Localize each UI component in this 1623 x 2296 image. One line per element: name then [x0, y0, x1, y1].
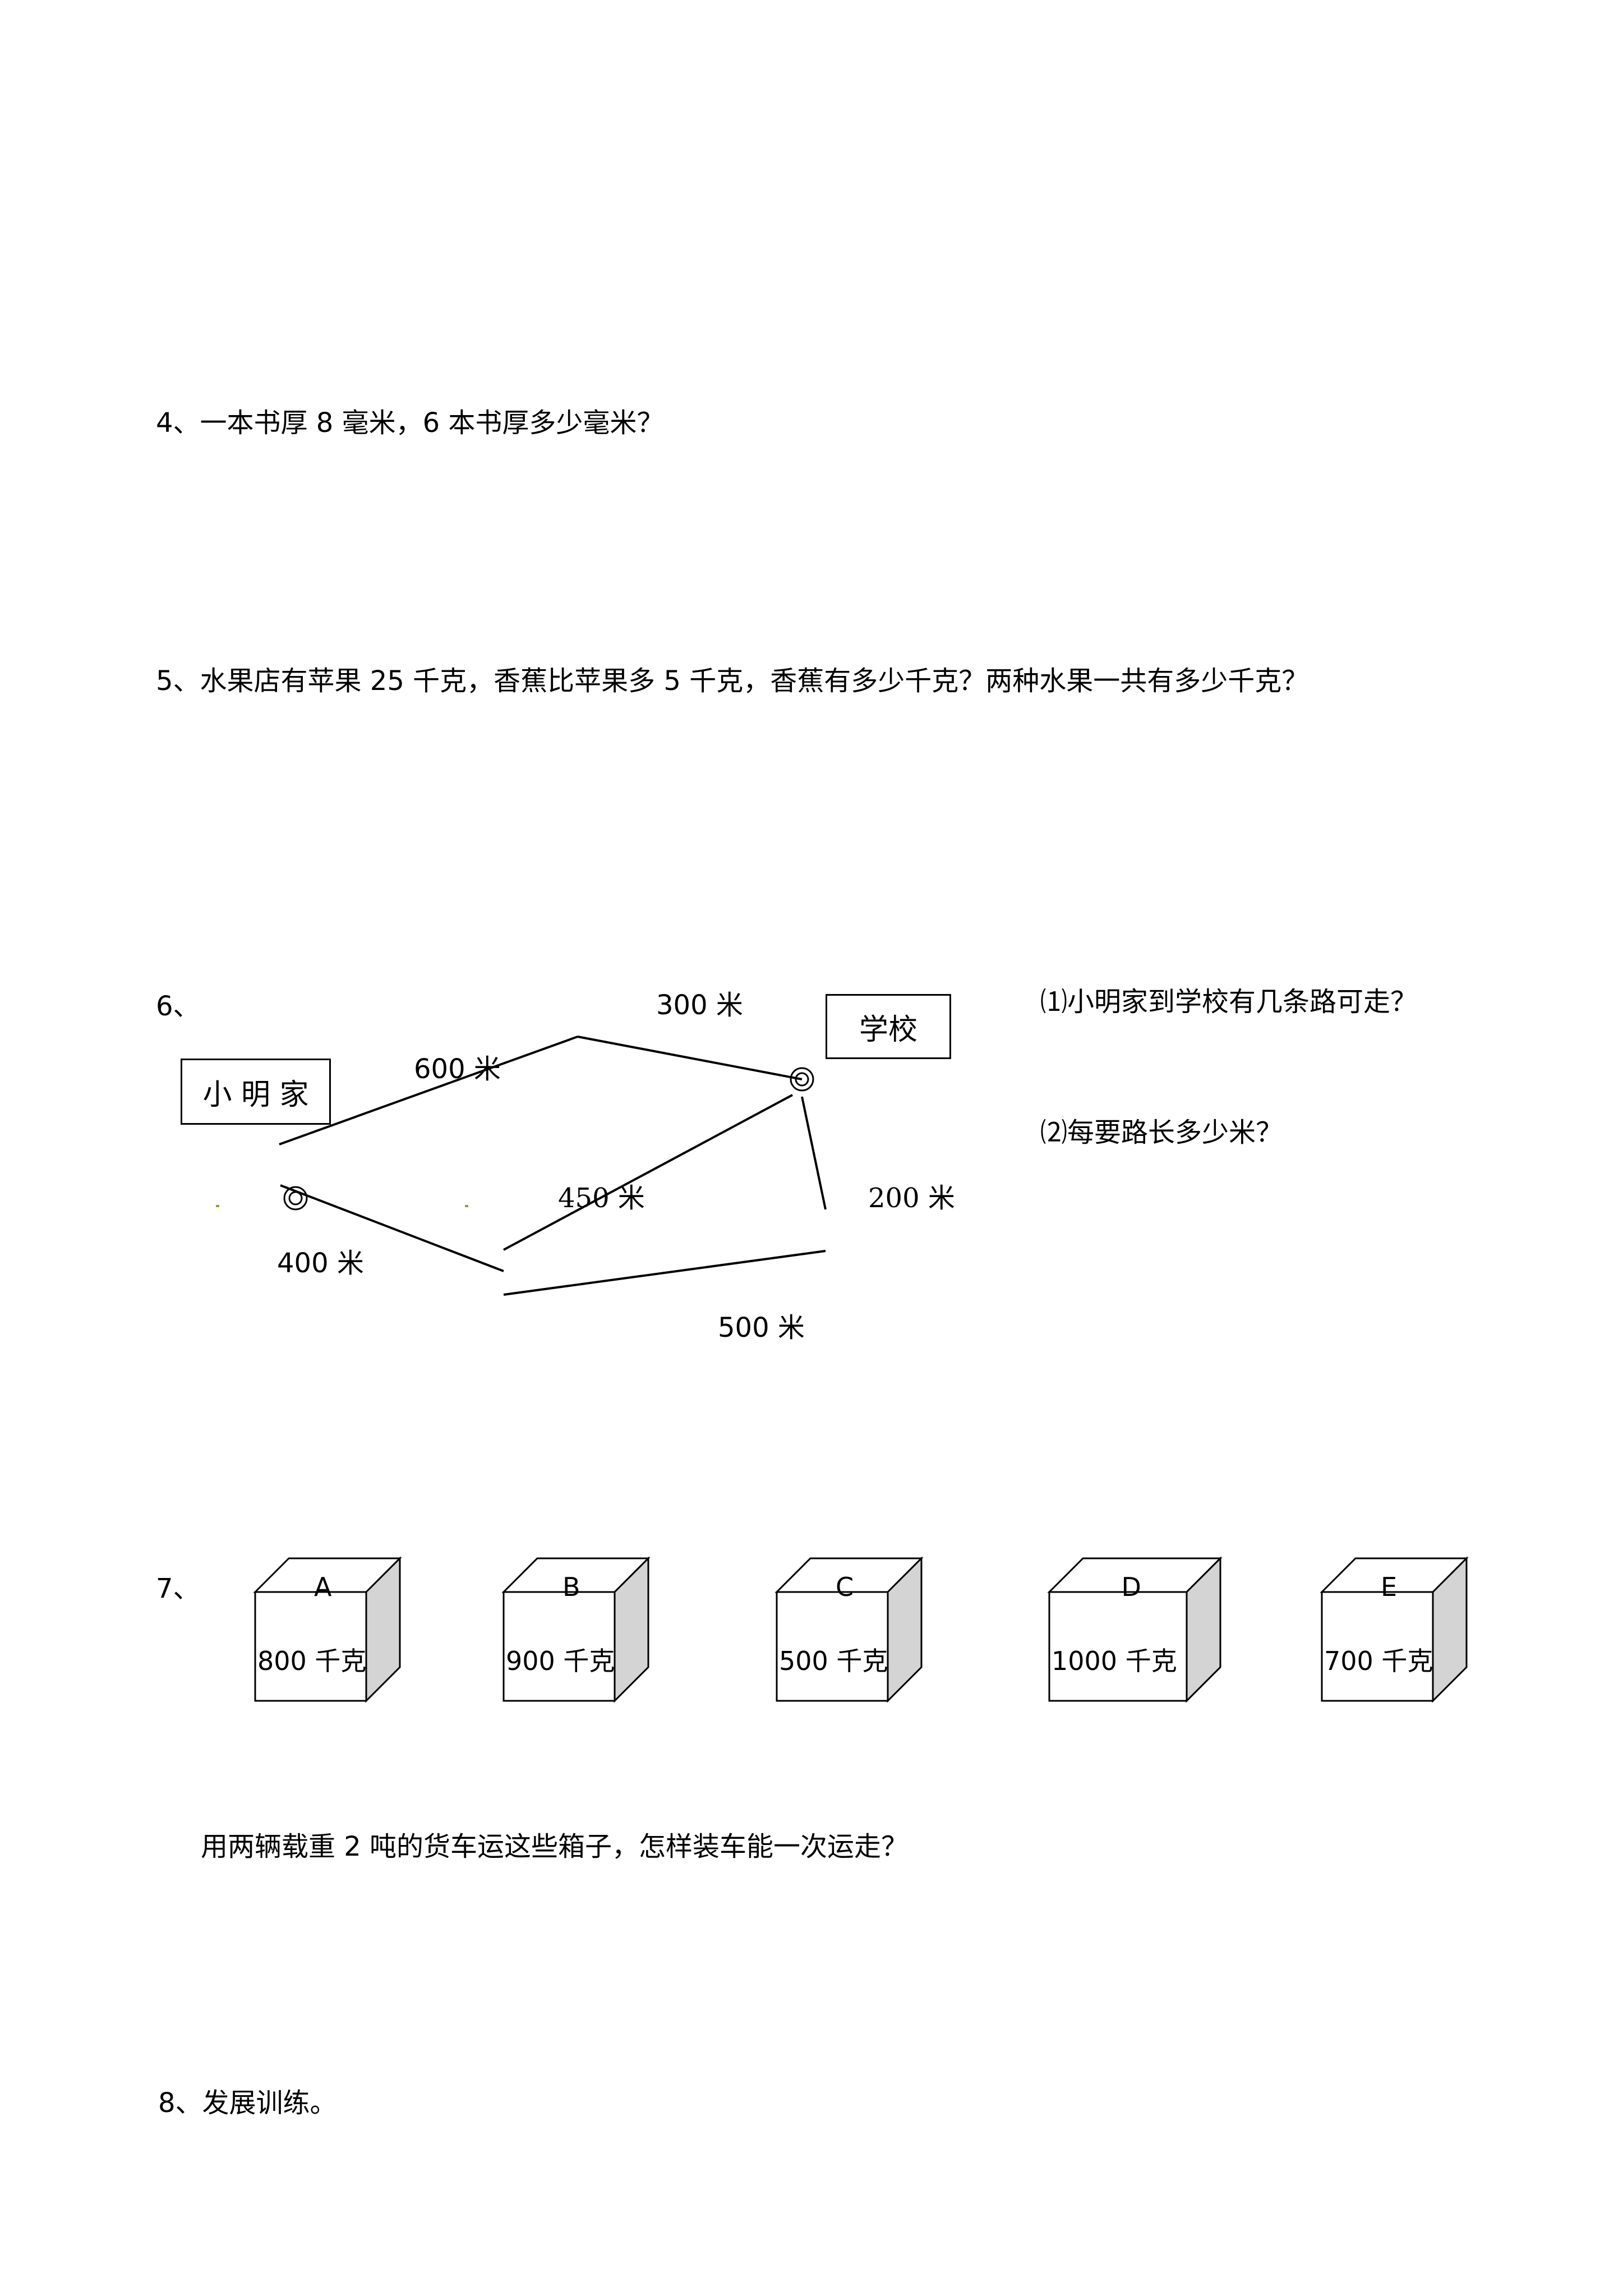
box-letter-b: B: [562, 1572, 580, 1602]
home-label-box: 小 明 家: [181, 1059, 331, 1125]
cargo-box-b: [501, 1556, 651, 1703]
question-5: 5、水果店有苹果 25 千克，香蕉比苹果多 5 千克，香蕉有多少千克？两种水果一…: [156, 665, 1309, 697]
box-front-face: [1048, 1591, 1188, 1702]
question-6-sub-1: ⑴小明家到学校有几条路可走？: [1040, 986, 1418, 1018]
route-lower-to-school: [503, 1094, 793, 1251]
question-8: 8、发展训练。: [158, 2087, 337, 2119]
cargo-box-e: [1320, 1556, 1469, 1703]
box-weight-b: 900 千克: [506, 1646, 615, 1676]
question-7-number: 7、: [156, 1573, 200, 1604]
distance-450: 450 米: [558, 1182, 645, 1214]
box-front-face: [1321, 1591, 1434, 1702]
question-7-text: 用两辆载重 2 吨的货车运这些箱子，怎样装车能一次运走？: [201, 1831, 909, 1862]
home-label: 小 明 家: [202, 1078, 309, 1112]
box-letter-e: E: [1381, 1572, 1398, 1602]
school-label: 学校: [859, 1013, 917, 1047]
box-weight-a: 800 千克: [257, 1646, 367, 1676]
box-weight-c: 500 千克: [779, 1646, 888, 1676]
cargo-box-a: [253, 1556, 402, 1703]
school-junction-marker: [790, 1067, 814, 1092]
school-label-box: 学校: [826, 994, 951, 1059]
route-home-to-lower: [280, 1184, 504, 1272]
box-front-face: [254, 1591, 367, 1702]
stray-mark: [216, 1205, 219, 1207]
box-letter-a: A: [314, 1572, 332, 1602]
box-weight-e: 700 千克: [1324, 1646, 1433, 1676]
cargo-box-c: [774, 1556, 924, 1703]
box-front-face: [502, 1591, 616, 1702]
home-junction-marker: [283, 1186, 308, 1211]
cargo-box-d: [1047, 1556, 1223, 1703]
distance-600: 600 米: [414, 1053, 501, 1085]
route-school-to-right: [801, 1096, 827, 1210]
distance-300: 300 米: [656, 990, 743, 1021]
question-6-number: 6、: [156, 991, 200, 1022]
stray-mark: [465, 1205, 468, 1207]
distance-400: 400 米: [277, 1248, 364, 1279]
box-letter-c: C: [836, 1572, 854, 1602]
distance-500: 500 米: [718, 1312, 805, 1343]
box-letter-d: D: [1121, 1572, 1141, 1602]
route-home-to-top: [279, 1036, 578, 1145]
route-top-to-school: [577, 1036, 803, 1080]
question-4: 4、一本书厚 8 毫米，6 本书厚多少毫米？: [156, 407, 664, 439]
box-front-face: [776, 1591, 889, 1702]
question-6-sub-2: ⑵每要路长多少米？: [1040, 1117, 1283, 1148]
box-weight-d: 1000 千克: [1052, 1646, 1177, 1676]
distance-200: 200 米: [868, 1182, 955, 1214]
route-bottom: [503, 1250, 826, 1296]
